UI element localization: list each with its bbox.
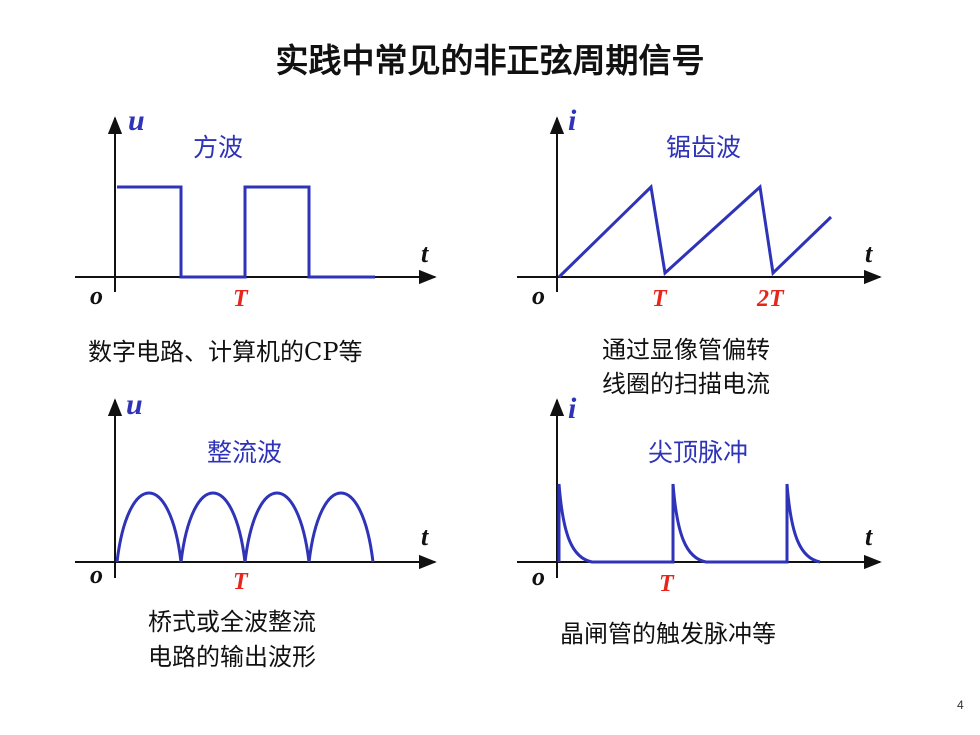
tick-label-T: T bbox=[659, 571, 675, 597]
rectified-wave-panel: u t o T 整流波 桥式或全波整流 电路的输出波形 bbox=[75, 388, 437, 671]
square-wave-panel: u t o T 方波 数字电路、计算机的CP等 bbox=[75, 104, 437, 366]
x-axis-label: t bbox=[421, 239, 429, 268]
spike-waveform bbox=[557, 483, 821, 564]
panel-label: 整流波 bbox=[207, 438, 282, 467]
rectified-waveform bbox=[115, 491, 375, 563]
page-number: 4 bbox=[957, 698, 964, 712]
tick-label-T: T bbox=[233, 569, 249, 595]
y-axis-label: u bbox=[126, 388, 143, 421]
sawtooth-waveform bbox=[557, 183, 833, 279]
origin-label: o bbox=[532, 562, 545, 591]
panel-label: 锯齿波 bbox=[666, 133, 741, 162]
square-waveform bbox=[117, 185, 375, 279]
panel-label: 尖顶脉冲 bbox=[648, 438, 748, 467]
panel-caption: 桥式或全波整流 电路的输出波形 bbox=[148, 608, 324, 671]
x-axis-label: t bbox=[865, 239, 873, 268]
y-axis-label: u bbox=[128, 104, 145, 137]
origin-label: o bbox=[90, 281, 103, 310]
origin-label: o bbox=[90, 560, 103, 589]
tick-label-T: T bbox=[652, 286, 668, 312]
panel-caption: 数字电路、计算机的CP等 bbox=[88, 338, 363, 366]
panel-label: 方波 bbox=[193, 133, 243, 162]
sawtooth-wave-panel: i t o T 2T 锯齿波 通过显像管偏转 线圈的扫描电流 bbox=[517, 104, 882, 398]
panel-caption: 通过显像管偏转 线圈的扫描电流 bbox=[602, 336, 778, 398]
spike-pulse-panel: i t o T 尖顶脉冲 晶闸管的触发脉冲等 bbox=[517, 392, 882, 648]
slide-title: 实践中常见的非正弦周期信号 bbox=[276, 41, 705, 80]
panel-caption: 晶闸管的触发脉冲等 bbox=[560, 620, 776, 648]
caption-line-2: 电路的输出波形 bbox=[148, 643, 316, 671]
caption-line-2: 线圈的扫描电流 bbox=[602, 370, 770, 398]
y-axis-label: i bbox=[568, 392, 577, 425]
caption-line-1: 通过显像管偏转 bbox=[602, 336, 770, 364]
origin-label: o bbox=[532, 281, 545, 310]
caption-line-1: 桥式或全波整流 bbox=[148, 608, 316, 636]
tick-label-T: T bbox=[233, 286, 249, 312]
x-axis-label: t bbox=[865, 522, 873, 551]
tick-label-2T: 2T bbox=[756, 286, 785, 312]
x-axis-label: t bbox=[421, 522, 429, 551]
y-axis-label: i bbox=[568, 104, 577, 137]
